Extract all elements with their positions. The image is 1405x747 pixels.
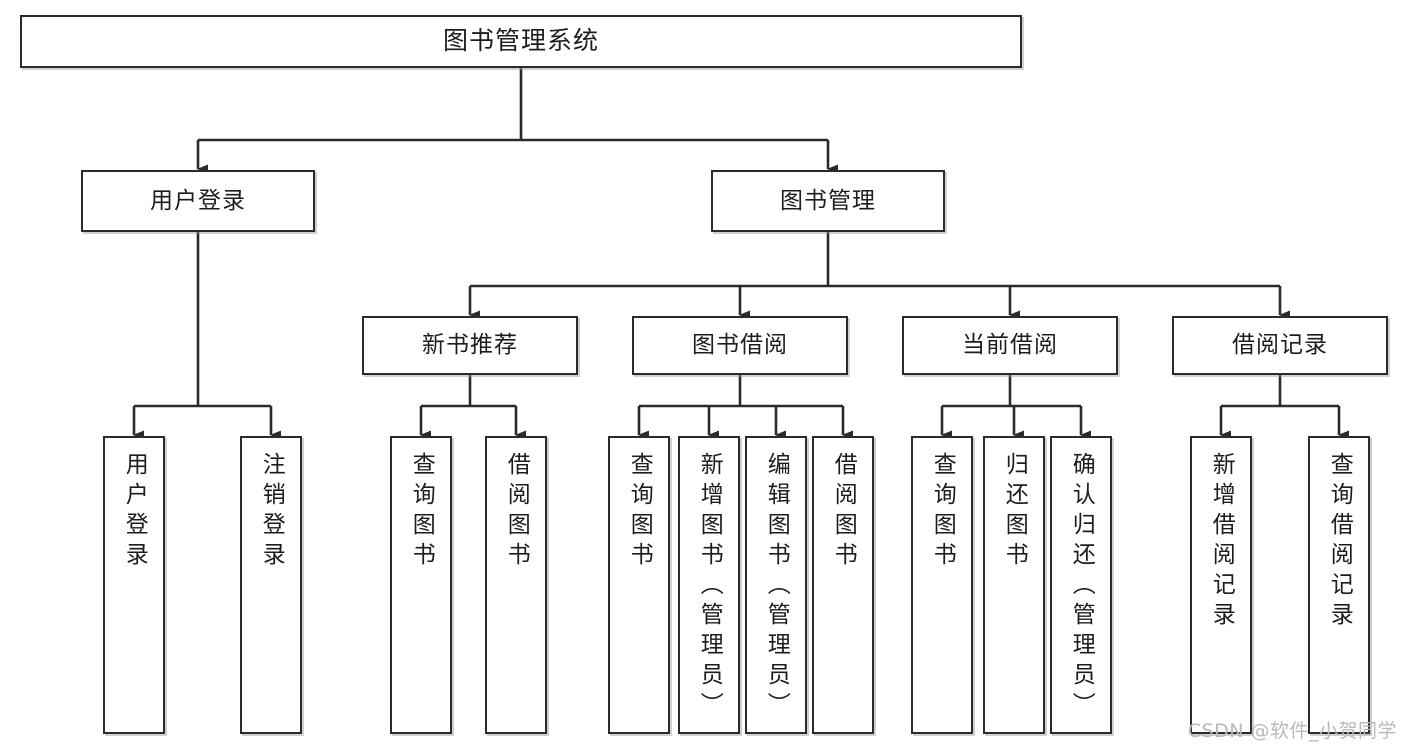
node-newbook[interactable]: 新书推荐 — [362, 316, 578, 375]
node-label: 查询图书 — [929, 452, 956, 572]
node-label: 查询借阅记录 — [1326, 452, 1353, 632]
node-label: 查询图书 — [626, 452, 653, 572]
node-label: 图书借阅 — [692, 332, 788, 359]
node-leaf-return-book[interactable]: 归还图书 — [983, 436, 1045, 734]
node-label: 借阅图书 — [503, 452, 530, 572]
node-leaf-user-logout[interactable]: 注销登录 — [240, 436, 302, 734]
node-leaf-query-book-2[interactable]: 查询图书 — [608, 436, 670, 734]
node-label: 编辑图书（管理员） — [763, 452, 790, 722]
node-leaf-query-book-3[interactable]: 查询图书 — [911, 436, 973, 734]
node-borrow[interactable]: 图书借阅 — [632, 316, 848, 375]
node-leaf-confirm-return[interactable]: 确认归还（管理员） — [1050, 436, 1112, 734]
node-label: 确认归还（管理员） — [1068, 452, 1095, 722]
node-current[interactable]: 当前借阅 — [902, 316, 1118, 375]
node-label: 借阅记录 — [1232, 332, 1328, 359]
node-leaf-add-book[interactable]: 新增图书（管理员） — [678, 436, 740, 734]
node-leaf-edit-book[interactable]: 编辑图书（管理员） — [745, 436, 807, 734]
node-label: 注销登录 — [258, 452, 285, 572]
node-leaf-borrow-book-2[interactable]: 借阅图书 — [812, 436, 874, 734]
node-label: 图书管理 — [780, 187, 876, 214]
node-root[interactable]: 图书管理系统 — [20, 15, 1022, 68]
node-login[interactable]: 用户登录 — [81, 170, 315, 232]
node-records[interactable]: 借阅记录 — [1172, 316, 1388, 375]
node-leaf-query-record[interactable]: 查询借阅记录 — [1308, 436, 1370, 734]
node-bookmgmt[interactable]: 图书管理 — [711, 170, 945, 232]
node-label: 用户登录 — [150, 187, 246, 214]
csdn-watermark: CSDN @软件_小贺同学 — [1187, 720, 1397, 742]
node-label: 新增图书（管理员） — [696, 452, 723, 722]
node-label: 借阅图书 — [830, 452, 857, 572]
node-label: 新书推荐 — [422, 332, 518, 359]
node-label: 用户登录 — [121, 452, 148, 572]
node-label: 图书管理系统 — [442, 26, 599, 56]
node-label: 新增借阅记录 — [1208, 452, 1235, 632]
node-leaf-borrow-book-1[interactable]: 借阅图书 — [485, 436, 547, 734]
node-leaf-query-book-1[interactable]: 查询图书 — [390, 436, 452, 734]
node-label: 当前借阅 — [962, 332, 1058, 359]
node-leaf-user-login[interactable]: 用户登录 — [103, 436, 165, 734]
node-label: 归还图书 — [1001, 452, 1028, 572]
node-label: 查询图书 — [408, 452, 435, 572]
node-leaf-add-record[interactable]: 新增借阅记录 — [1190, 436, 1252, 734]
